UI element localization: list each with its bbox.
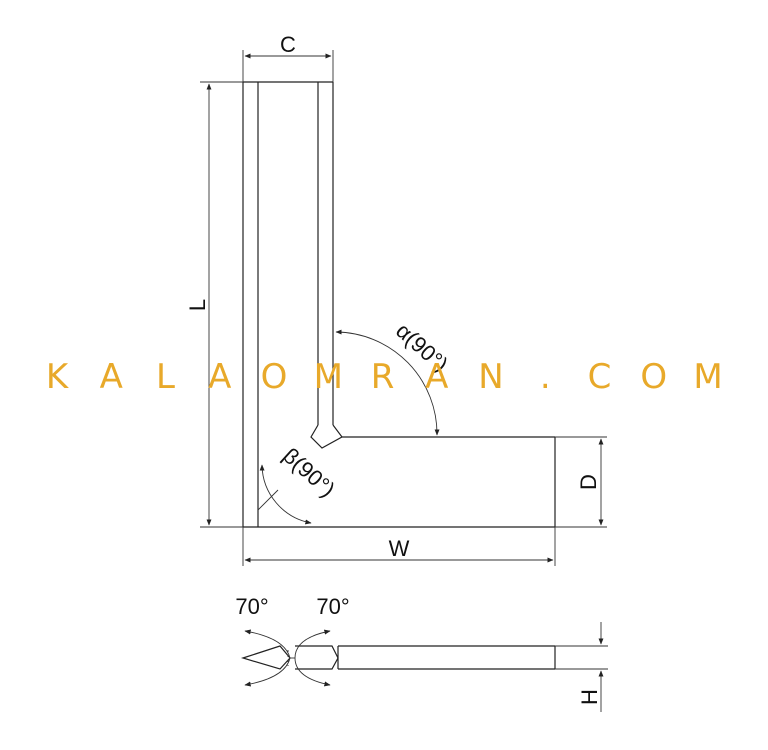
corner-line	[257, 489, 279, 511]
watermark-char: .	[540, 357, 551, 397]
angle-label-left-70: 70°	[235, 594, 268, 619]
dim-label-h: H	[577, 689, 602, 705]
angle-label-beta: β(90°)	[278, 443, 340, 502]
watermark-char: A	[100, 357, 123, 397]
watermark-char: R	[371, 357, 395, 397]
dimension-w: W	[242, 527, 556, 566]
right-knife-edge	[295, 645, 339, 670]
watermark-char: M	[693, 357, 722, 397]
watermark-char: C	[588, 357, 612, 397]
dimension-c: C	[242, 32, 334, 82]
watermark-char: A	[425, 357, 448, 397]
dimension-d: D	[555, 436, 607, 528]
watermark-char: K	[46, 357, 70, 397]
dim-label-w: W	[389, 536, 410, 561]
notch-inner	[332, 424, 343, 438]
watermark-char: N	[478, 357, 503, 397]
section-view: 70° 70°	[235, 594, 556, 687]
dimension-h: H	[555, 622, 608, 712]
dimension-l: L	[185, 81, 243, 528]
relief-notch	[310, 424, 555, 449]
square-body	[242, 81, 556, 528]
dim-label-d: D	[576, 474, 601, 490]
dim-label-c: C	[280, 32, 296, 57]
dim-label-l: L	[185, 299, 210, 311]
watermark-char: M	[314, 357, 343, 397]
watermark-char: O	[640, 357, 667, 397]
angle-beta: β(90°)	[259, 443, 340, 525]
watermark-char: A	[208, 357, 231, 397]
watermark-char: O	[261, 357, 288, 397]
watermark-char: L	[156, 357, 175, 397]
left-knife-edge	[240, 645, 291, 670]
angle-label-right-70: 70°	[316, 594, 349, 619]
